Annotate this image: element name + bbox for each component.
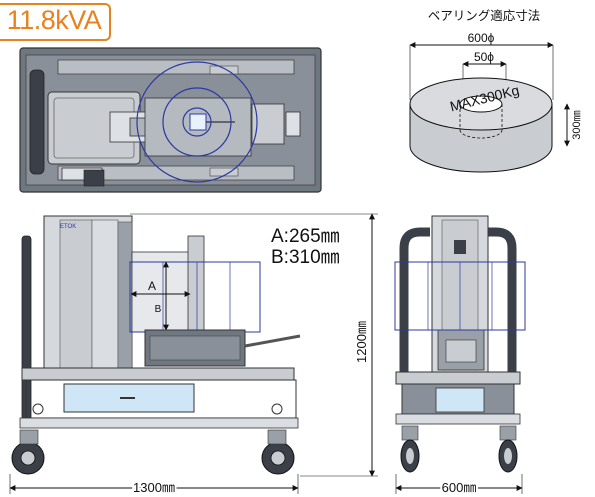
a-marker: A [148, 279, 156, 293]
bearing-title: ベアリング適応寸法 [428, 8, 541, 23]
height-dim-small: 300㎜ [571, 110, 583, 139]
capacity-badge [0, 3, 111, 41]
brand: ETOK [60, 224, 76, 230]
top-view [19, 47, 322, 193]
b-marker: B [155, 304, 162, 315]
ring-outer [136, 61, 258, 183]
top-handle [29, 69, 45, 175]
front-handle-right [486, 227, 517, 378]
dim-a: A:265㎜ [271, 226, 340, 247]
length-dim: 1300㎜ [133, 480, 175, 495]
bearing-figure: ベアリング適応寸法 600ϕ 50ϕ MAX300Kg 300㎜ [409, 8, 583, 173]
front-handle-left [399, 227, 430, 378]
capacity-badge-label: 11.8kVA [6, 5, 102, 35]
ring-inner [182, 107, 212, 137]
front-view: 600㎜ [394, 215, 526, 497]
width-dim: 600㎜ [442, 480, 477, 495]
inner-dim: 50ϕ [474, 50, 494, 64]
front-tray [435, 387, 485, 413]
outer-dim: 600ϕ [468, 31, 495, 45]
side-view: A:265㎜ B:310㎜ ETOK A B [9, 213, 378, 497]
ring-mid [162, 87, 232, 157]
height-dim: 1200㎜ [354, 321, 369, 363]
dim-b: B:310㎜ [271, 247, 340, 268]
